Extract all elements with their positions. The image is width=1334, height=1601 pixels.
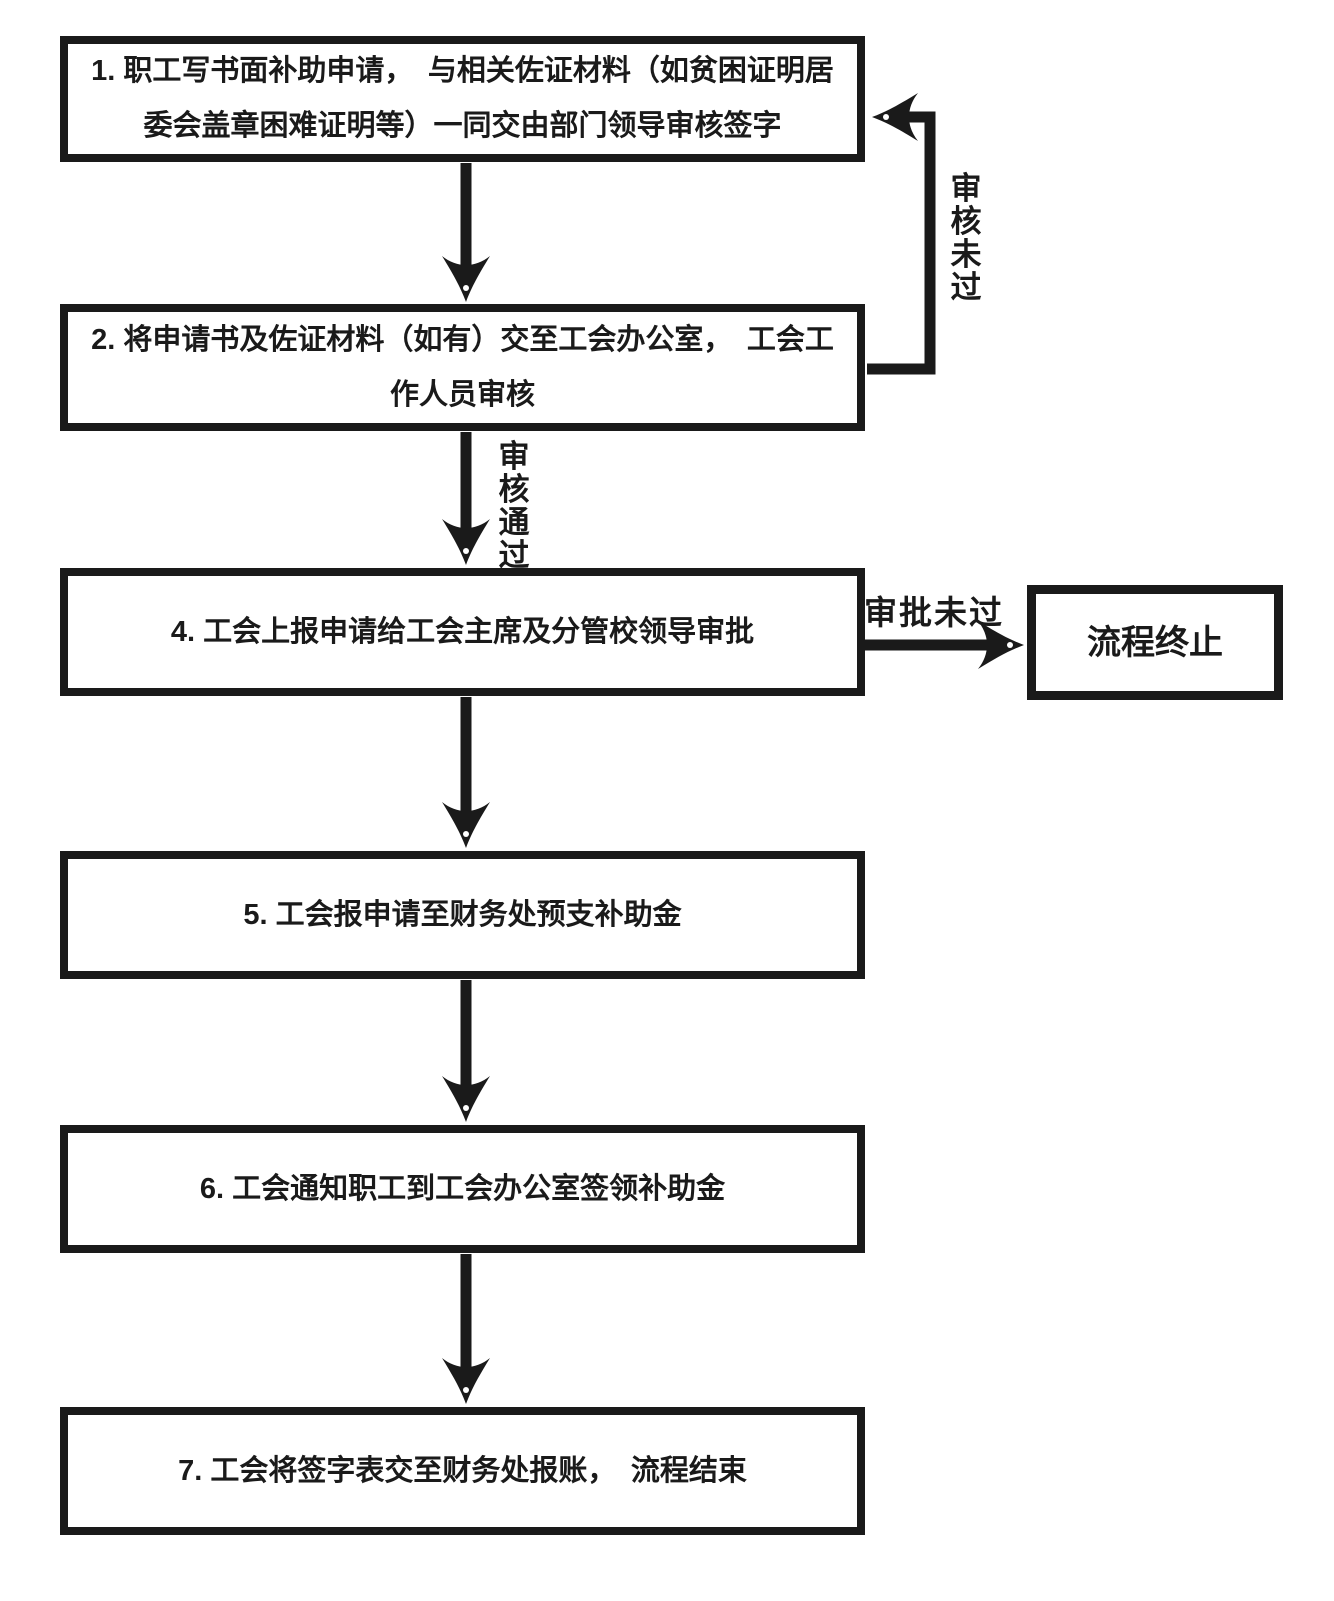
step-box-7: 7. 工会将签字表交至财务处报账， 流程结束: [60, 1407, 865, 1535]
terminal-box: 流程终止: [1027, 585, 1283, 700]
arrow-step2-to-step4: [442, 432, 490, 565]
step-4-label: 4. 工会上报申请给工会主席及分管校领导审批: [170, 615, 755, 648]
arrowhead-right-icon: [978, 621, 1024, 669]
edge-label-review-failed: 审核未过: [950, 171, 982, 305]
arrowhead-left-icon: [872, 93, 918, 141]
arrowhead-down-icon: [442, 256, 490, 302]
step-2-label: 2. 将申请书及佐证材料（如有）交至工会办公室， 工会工作人员审核: [91, 323, 834, 411]
arrowhead-down-icon: [442, 1076, 490, 1122]
step-box-2: 2. 将申请书及佐证材料（如有）交至工会办公室， 工会工作人员审核: [60, 304, 865, 431]
step-box-5: 5. 工会报申请至财务处预支补助金: [60, 851, 865, 979]
terminal-label: 流程终止: [1087, 623, 1223, 662]
edge-label-approval-failed: 审批未过: [864, 594, 1004, 631]
arrow-approval-failed: [865, 621, 1024, 669]
arrowhead-down-icon: [442, 802, 490, 848]
step-box-4: 4. 工会上报申请给工会主席及分管校领导审批: [60, 568, 865, 696]
arrow-step1-to-step2: [442, 163, 490, 302]
edge-label-review-passed: 审核通过: [498, 439, 530, 573]
step-box-6: 6. 工会通知职工到工会办公室签领补助金: [60, 1125, 865, 1253]
step-7-label: 7. 工会将签字表交至财务处报账， 流程结束: [178, 1454, 747, 1487]
arrow-step5-to-step6: [442, 980, 490, 1122]
arrow-step4-to-step5: [442, 697, 490, 848]
arrow-step6-to-step7: [442, 1254, 490, 1404]
step-6-label: 6. 工会通知职工到工会办公室签领补助金: [199, 1172, 726, 1205]
step-1-label: 1. 职工写书面补助申请， 与相关佐证材料（如贫困证明居委会盖章困难证明等）一同…: [91, 55, 834, 142]
arrow-loop-review-failed: [867, 93, 936, 375]
arrowhead-down-icon: [442, 1358, 490, 1404]
step-box-1: 1. 职工写书面补助申请， 与相关佐证材料（如贫困证明居委会盖章困难证明等）一同…: [60, 36, 865, 162]
step-5-label: 5. 工会报申请至财务处预支补助金: [243, 898, 682, 931]
arrowhead-down-icon: [442, 519, 490, 565]
